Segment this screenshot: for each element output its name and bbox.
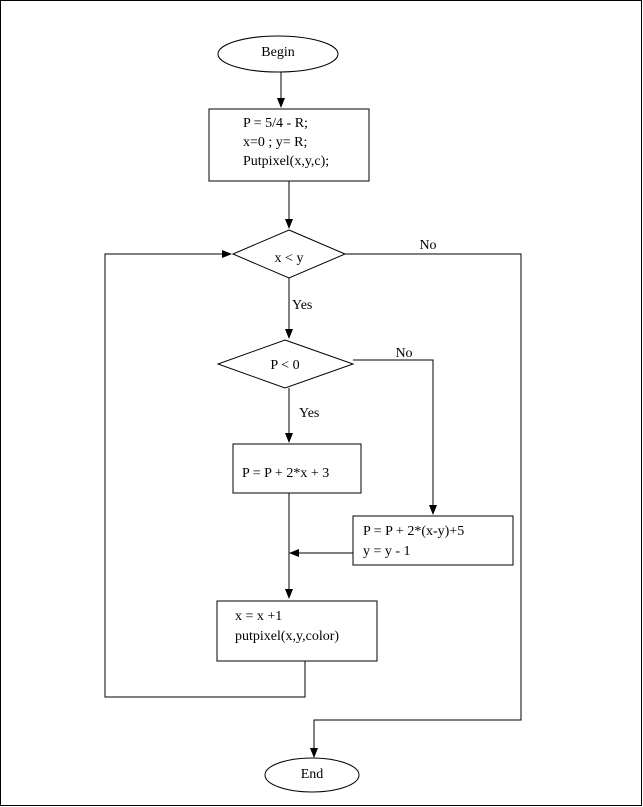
p-condition-label: P < 0: [270, 358, 299, 373]
init-line-2: x=0 ; y= R;: [243, 135, 307, 150]
step-yes-label: P = P + 2*x + 3: [242, 466, 329, 481]
update-line-2: putpixel(x,y,color): [235, 629, 339, 644]
begin-terminal: [217, 35, 339, 73]
step-no-line-1: P = P + 2*(x-y)+5: [363, 524, 464, 539]
step-yes-box: [232, 443, 362, 494]
p-condition-diamond: [216, 339, 355, 389]
loop-yes-label: Yes: [292, 298, 312, 313]
step-no-line-2: y = y - 1: [363, 544, 411, 559]
init-line-3: Putpixel(x,y,c);: [243, 154, 329, 169]
update-line-1: x = x +1: [235, 609, 282, 624]
init-process-box: [208, 108, 370, 182]
init-line-1: P = 5/4 - R;: [243, 116, 308, 131]
p-no-label: No: [395, 346, 412, 361]
end-label: End: [301, 767, 324, 782]
connector-loop-no: [310, 253, 522, 758]
begin-label: Begin: [261, 45, 294, 60]
update-box: [216, 600, 378, 662]
p-yes-label: Yes: [299, 406, 319, 421]
loop-no-label: No: [419, 238, 436, 253]
loop-condition-label: x < y: [275, 251, 304, 266]
connector-loop-back: [104, 250, 306, 698]
step-no-box: [352, 515, 514, 566]
connector-p-no: [353, 359, 437, 515]
end-terminal: [264, 757, 360, 793]
